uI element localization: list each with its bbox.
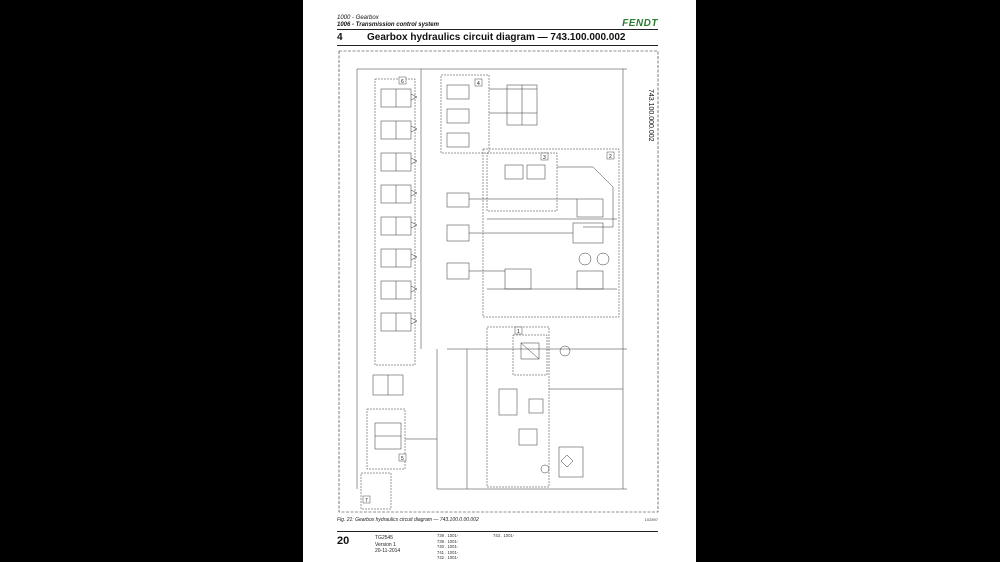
doc-version: Version 1	[375, 541, 396, 548]
brand-logo: FENDT	[622, 18, 658, 29]
manual-page: 1000 - Gearbox 1006 - Transmission contr…	[303, 0, 696, 562]
model-item: 739 . 1001-	[437, 533, 459, 538]
page-number: 20	[337, 535, 350, 547]
chapter-number: 4	[337, 32, 343, 43]
doc-date: 20-11-2014	[375, 548, 401, 554]
model-item: 742 . 1001-	[437, 555, 459, 561]
module-number-5: 5	[401, 456, 404, 462]
module-number-2: 2	[609, 154, 612, 160]
drawing-number: 743.100.000.002	[647, 89, 654, 142]
page-title: Gearbox hydraulics circuit diagram — 743…	[367, 32, 626, 43]
figure-code: 102897	[644, 517, 658, 522]
module-number-1: 1	[517, 329, 520, 335]
model-item: 740 . 1001-	[437, 544, 459, 550]
model-item: 741 . 1001-	[437, 549, 459, 555]
title-rule	[337, 45, 658, 46]
module-number-3: 3	[543, 155, 546, 161]
section-label: 1000 - Gearbox	[337, 15, 379, 21]
figure-caption: Fig. 21: Gearbox hydraulics circuit diag…	[337, 517, 479, 523]
doc-id: TG2545	[375, 535, 394, 541]
model-list: 739 . 1001- 739 . 1001- 740 . 1001- 741 …	[437, 533, 458, 561]
module-number-7: 7	[365, 498, 368, 504]
subsection-label: 1006 - Transmission control system	[337, 22, 439, 28]
model-item: 739 . 1001-	[437, 538, 459, 544]
document-meta: TG2545 Version 1 20-11-2014	[375, 535, 400, 555]
hydraulic-circuit-diagram: 743.100.000.002	[338, 50, 659, 513]
module-number-4: 4	[477, 81, 480, 87]
header-rule	[337, 29, 658, 30]
footer-rule	[337, 531, 658, 532]
module-number-6: 6	[401, 79, 404, 85]
model-item-col2: 743 . 1001-	[493, 533, 515, 538]
